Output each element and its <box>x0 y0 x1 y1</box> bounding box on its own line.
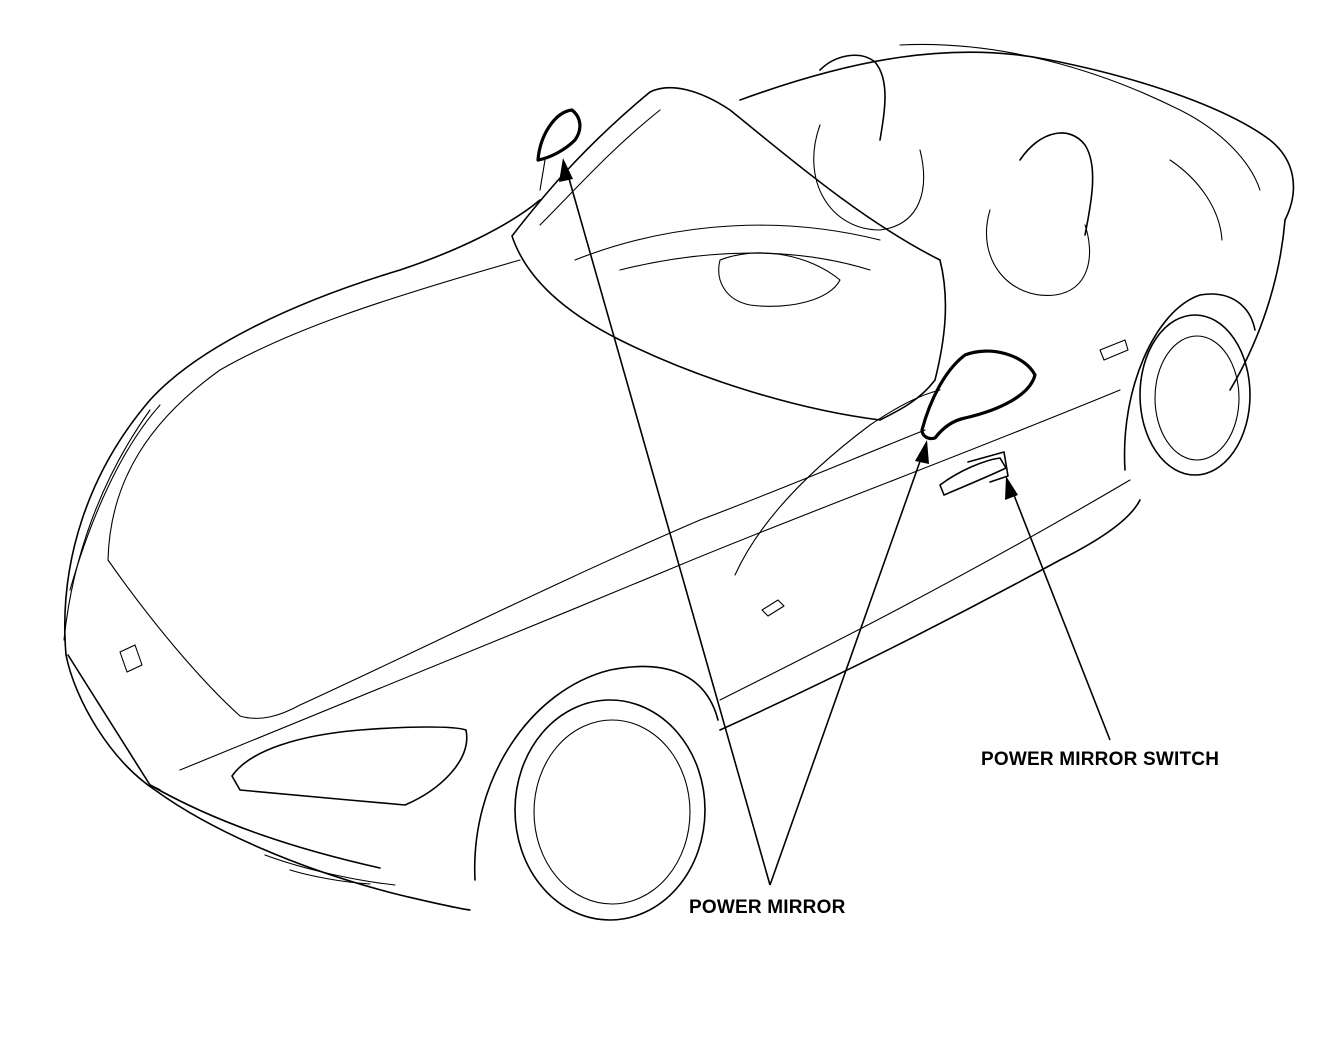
headlight <box>231 726 468 806</box>
roll-hoop-left <box>819 54 886 141</box>
rear-side-marker <box>1099 339 1129 361</box>
rear-deck-inner <box>899 43 1261 191</box>
power-mirror-label: POWER MIRROR <box>689 897 846 918</box>
front-wheel <box>514 699 706 921</box>
air-intake <box>264 854 396 886</box>
leader-mirror-right <box>769 449 925 886</box>
leader-mirror-switch <box>1009 484 1111 741</box>
front-lower-lip <box>149 784 381 869</box>
front-fascia <box>65 654 471 911</box>
windshield-frame <box>511 86 947 421</box>
power-mirror-left <box>536 108 582 162</box>
hood-left-edge <box>69 404 161 591</box>
front-emblem <box>119 644 143 673</box>
door-line <box>734 389 941 576</box>
front-wheel-rim <box>533 719 691 905</box>
rear-wheel <box>1139 314 1251 476</box>
door-handle <box>939 457 1007 496</box>
front-bumper-edge <box>67 654 161 791</box>
hood-panel-lower <box>107 559 301 719</box>
steering-wheel <box>718 252 841 307</box>
rear-wheel-rim <box>1154 335 1240 461</box>
arrowhead-mirror-right <box>915 440 929 464</box>
dashboard <box>619 252 871 271</box>
roadster-outline <box>63 43 1295 921</box>
hood-outline <box>64 199 541 656</box>
seat-left <box>813 124 925 231</box>
arrowhead-mirror-left <box>559 158 573 182</box>
hood-panel <box>107 259 521 561</box>
rear-quarter <box>1229 219 1286 391</box>
power-mirror-switch <box>967 451 1009 483</box>
body-crease <box>179 389 1121 771</box>
mirror-stem-left <box>539 159 546 191</box>
side-skirt <box>719 479 1131 701</box>
callout-leaders <box>559 158 1111 886</box>
windshield-inner <box>539 109 881 261</box>
side-marker <box>761 599 785 617</box>
leader-mirror-left <box>565 167 771 886</box>
seat-right <box>985 209 1091 296</box>
power-mirror-right <box>920 349 1037 441</box>
arrowhead-mirror-switch <box>1005 476 1018 500</box>
front-wheel-arch <box>473 665 719 881</box>
power-mirror-switch-label: POWER MIRROR SWITCH <box>981 749 1220 770</box>
rear-trunk <box>1169 159 1223 241</box>
side-sill <box>719 499 1141 731</box>
rear-wheel-arch <box>1123 293 1256 471</box>
rear-deck <box>739 51 1295 221</box>
hood-centerline <box>299 429 926 706</box>
hood-left-crease <box>63 409 151 641</box>
roll-hoop-right <box>1019 132 1094 236</box>
